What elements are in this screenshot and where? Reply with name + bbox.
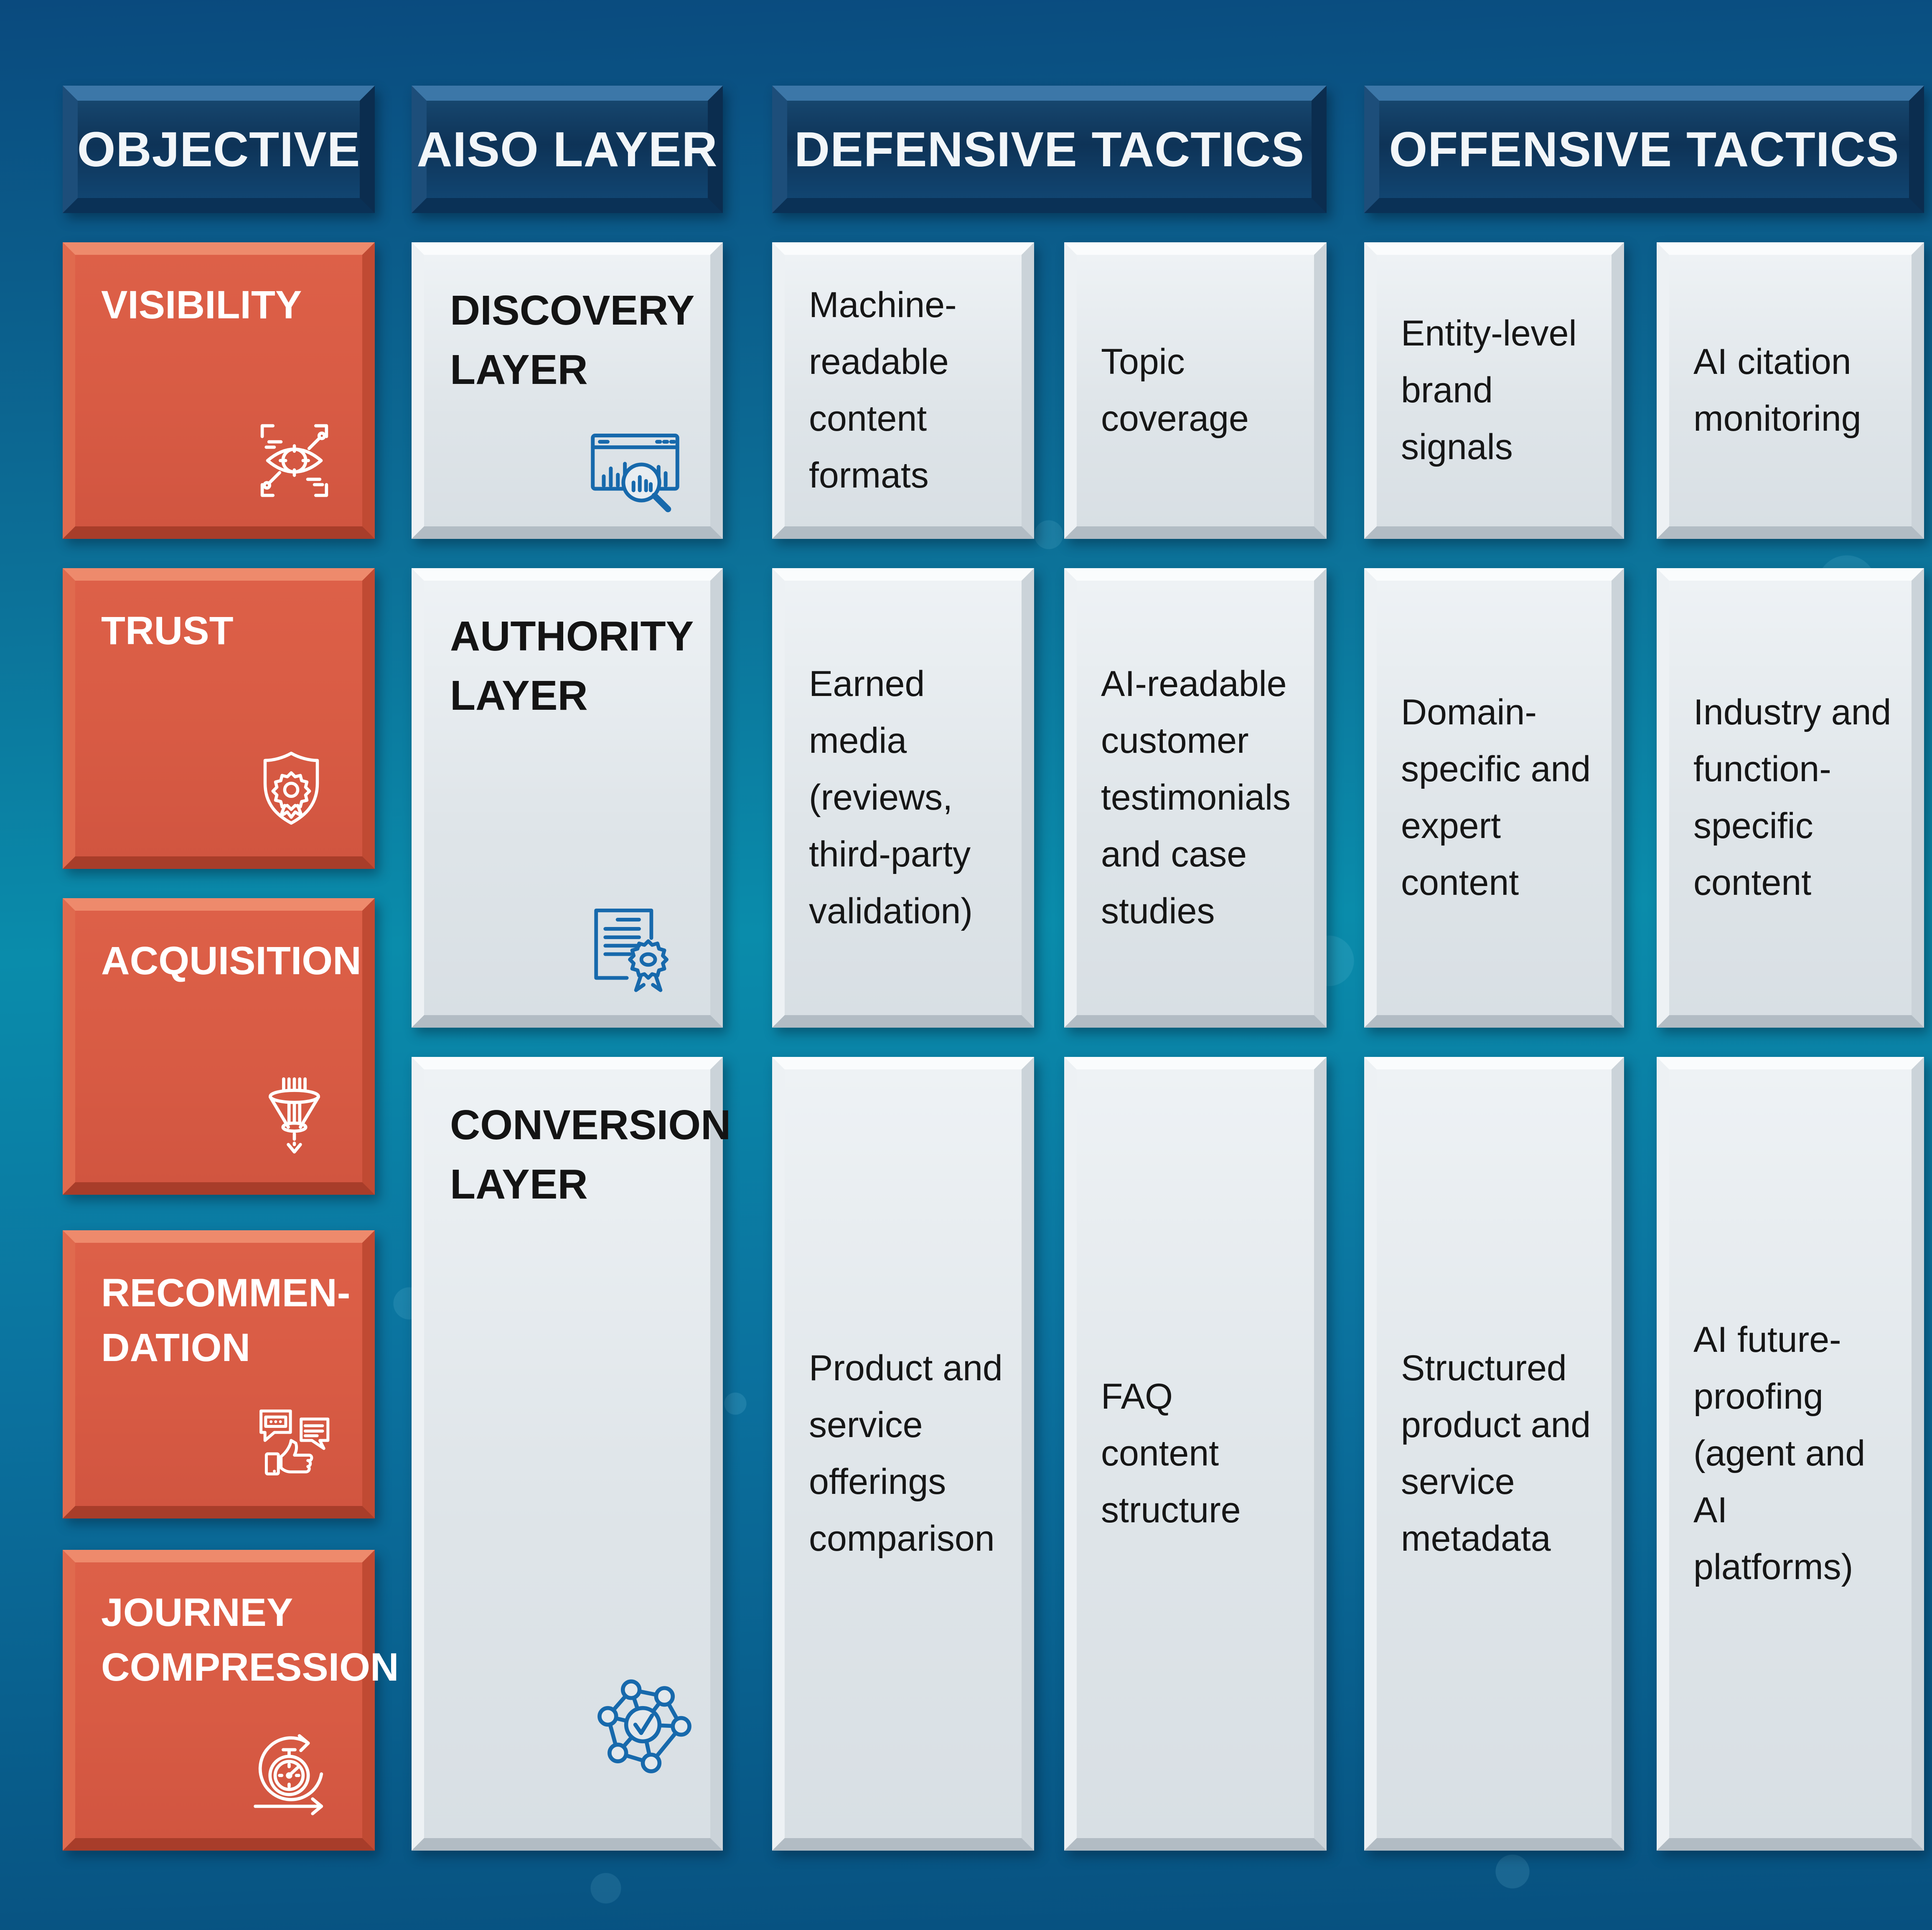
- column-header-label: OBJECTIVE: [77, 122, 361, 177]
- column-header-defensive-tactics: DEFENSIVE TACTICS: [772, 86, 1327, 213]
- objective-label: ACQUISITION: [101, 939, 361, 983]
- offensive-cell-row2-col2: Industry and function-specific content: [1657, 568, 1924, 1028]
- defensive-cell-row1-col2: Topic coverage: [1064, 242, 1327, 539]
- thumbs-up-chat-icon: [248, 1400, 338, 1486]
- objective-visibility: VISIBILITY: [63, 242, 375, 539]
- defensive-cell-row1-col1: Machine-readable content formats: [772, 242, 1034, 539]
- offensive-cell-row1-col2: AI citation monitoring: [1657, 242, 1924, 539]
- layer-label: AUTHORITY LAYER: [450, 613, 693, 719]
- defensive-cell-row3-col1: Product and service offerings comparison: [772, 1057, 1034, 1851]
- tactic-text: Domain-specific and expert content: [1401, 692, 1591, 903]
- layer-conversion: CONVERSION LAYER: [412, 1057, 731, 1851]
- stopwatch-cycle-icon: [247, 1724, 341, 1818]
- column-header-aiso-layer: AISO LAYER: [412, 86, 723, 213]
- defensive-cell-row3-col2: FAQ content structure: [1064, 1057, 1327, 1851]
- offensive-cell-row3-col1: Structured product and service metadata: [1364, 1057, 1624, 1851]
- tactic-text: Industry and function-specific content: [1693, 692, 1891, 903]
- tactic-text: Entity-level brand signals: [1401, 313, 1577, 467]
- certificate-seal-icon: [581, 898, 679, 996]
- tactic-text: Product and service offerings comparison: [809, 1348, 1003, 1559]
- column-header-label: OFFENSIVE TACTICS: [1389, 122, 1899, 177]
- eye-scan-icon: [252, 418, 337, 503]
- tactic-text: Earned media (reviews, third-party valid…: [809, 664, 973, 931]
- offensive-cell-row3-col2: AI future-proofing (agent and AI platfor…: [1657, 1057, 1924, 1851]
- tactic-text: Structured product and service metadata: [1401, 1348, 1591, 1559]
- layer-authority: AUTHORITY LAYER: [412, 568, 723, 1028]
- defensive-cell-row2-col2: AI-readable customer testimonials and ca…: [1064, 568, 1327, 1028]
- tactic-text: FAQ content structure: [1101, 1376, 1241, 1530]
- objective-trust: TRUST: [63, 568, 375, 869]
- objective-label: JOURNEY COMPRESSION: [101, 1590, 399, 1690]
- objective-recommendation: RECOMMEN-DATION: [63, 1230, 375, 1519]
- layer-discovery: DISCOVERY LAYER: [412, 242, 723, 539]
- browser-search-icon: [583, 426, 687, 514]
- tactic-text: AI future-proofing (agent and AI platfor…: [1693, 1320, 1866, 1587]
- objective-label: RECOMMEN-DATION: [101, 1271, 351, 1370]
- tactic-text: Topic coverage: [1101, 342, 1249, 439]
- funnel-icon: [252, 1072, 337, 1161]
- defensive-cell-row2-col1: Earned media (reviews, third-party valid…: [772, 568, 1034, 1028]
- objective-label: TRUST: [101, 609, 234, 653]
- objective-journey-compression: JOURNEY COMPRESSION: [63, 1550, 399, 1851]
- offensive-cell-row2-col1: Domain-specific and expert content: [1364, 568, 1624, 1028]
- objective-label: VISIBILITY: [101, 283, 302, 327]
- tactic-text: Machine-readable content formats: [809, 285, 957, 495]
- network-check-icon: [591, 1673, 698, 1780]
- column-header-offensive-tactics: OFFENSIVE TACTICS: [1364, 86, 1924, 213]
- column-header-label: AISO LAYER: [417, 122, 718, 177]
- layer-label: DISCOVERY LAYER: [450, 287, 694, 393]
- offensive-cell-row1-col1: Entity-level brand signals: [1364, 242, 1624, 539]
- tactic-text: AI-readable customer testimonials and ca…: [1101, 664, 1291, 931]
- tactic-text: AI citation monitoring: [1693, 342, 1861, 439]
- layer-label: CONVERSION LAYER: [450, 1102, 731, 1208]
- column-header-label: DEFENSIVE TACTICS: [794, 122, 1305, 177]
- objective-acquisition: ACQUISITION: [63, 898, 375, 1195]
- column-header-objective: OBJECTIVE: [63, 86, 375, 213]
- shield-badge-icon: [249, 744, 333, 833]
